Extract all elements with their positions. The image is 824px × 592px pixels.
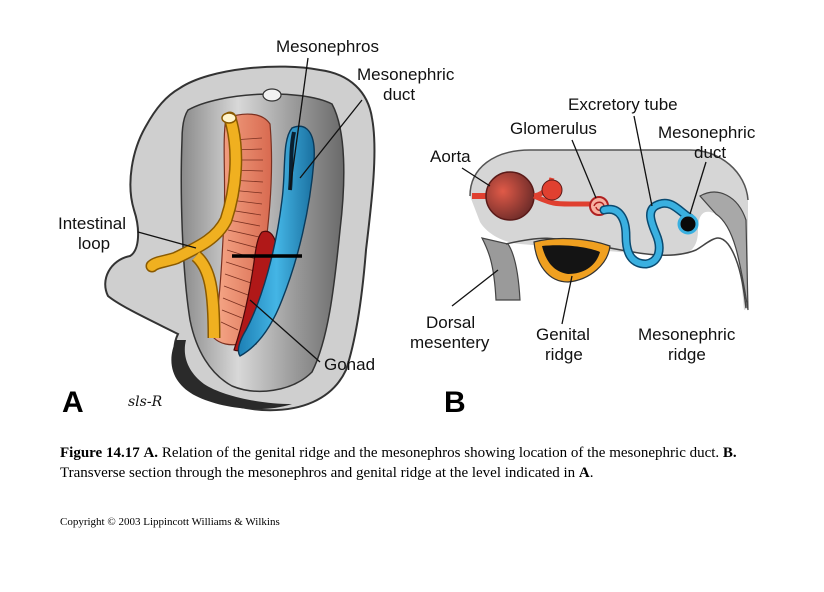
label-genital-ridge-1: Genital — [536, 325, 590, 344]
label-mesonephric-duct-a-1: Mesonephric — [357, 65, 455, 84]
caption-a-letter: A. — [143, 445, 159, 461]
label-gonad: Gonad — [324, 355, 375, 374]
label-mesonephric-ridge-1: Mesonephric — [638, 325, 736, 344]
caption-end-punct: . — [589, 465, 594, 481]
dorsal-mesentery-stalk — [480, 237, 521, 301]
panel-b-drawing — [451, 115, 749, 325]
caption-b-text: Transverse section through the mesonephr… — [60, 465, 576, 481]
label-aorta: Aorta — [430, 147, 471, 166]
mesonephric-duct-tube — [237, 125, 315, 357]
panel-letter-b: B — [444, 386, 466, 419]
panel-a-drawing — [104, 57, 376, 412]
panel-letter-a: A — [62, 386, 84, 419]
artist-signature: sls-R — [128, 394, 163, 410]
label-mesonephric-duct-a-2: duct — [383, 85, 415, 104]
neural-tube — [262, 88, 282, 102]
mesonephric-duct-section — [677, 213, 699, 235]
aorta-vessel — [485, 171, 535, 221]
body-lower-rim — [171, 340, 292, 410]
label-mesonephric-duct-b-1: Mesonephric — [658, 123, 756, 142]
label-dorsal-mesentery-1: Dorsal — [426, 313, 475, 332]
label-dorsal-mesentery-2: mesentery — [410, 333, 490, 352]
copyright-notice: Copyright © 2003 Lippincott Williams & W… — [60, 516, 280, 528]
label-mesonephric-ridge-2: ridge — [668, 345, 706, 364]
label-excretory-tube: Excretory tube — [568, 95, 678, 114]
label-mesonephric-duct-b-2: duct — [694, 143, 726, 162]
caption-b-letter: B. — [722, 445, 737, 461]
figure-illustration: Mesonephros Mesonephric duct Intestinal … — [58, 37, 756, 419]
label-mesonephros: Mesonephros — [276, 37, 379, 56]
caption-end-letter: A — [578, 465, 590, 481]
caption-figure-number: Figure 14.17 — [60, 445, 140, 461]
figure-caption: Figure 14.17 A. Relation of the genital … — [60, 443, 780, 483]
label-genital-ridge-2: ridge — [545, 345, 583, 364]
label-intestinal-loop-1: Intestinal — [58, 214, 126, 233]
label-glomerulus: Glomerulus — [510, 119, 597, 138]
label-intestinal-loop-2: loop — [78, 234, 110, 253]
body-wall-section — [470, 150, 748, 310]
caption-a-text: Relation of the genital ridge and the me… — [161, 445, 720, 461]
